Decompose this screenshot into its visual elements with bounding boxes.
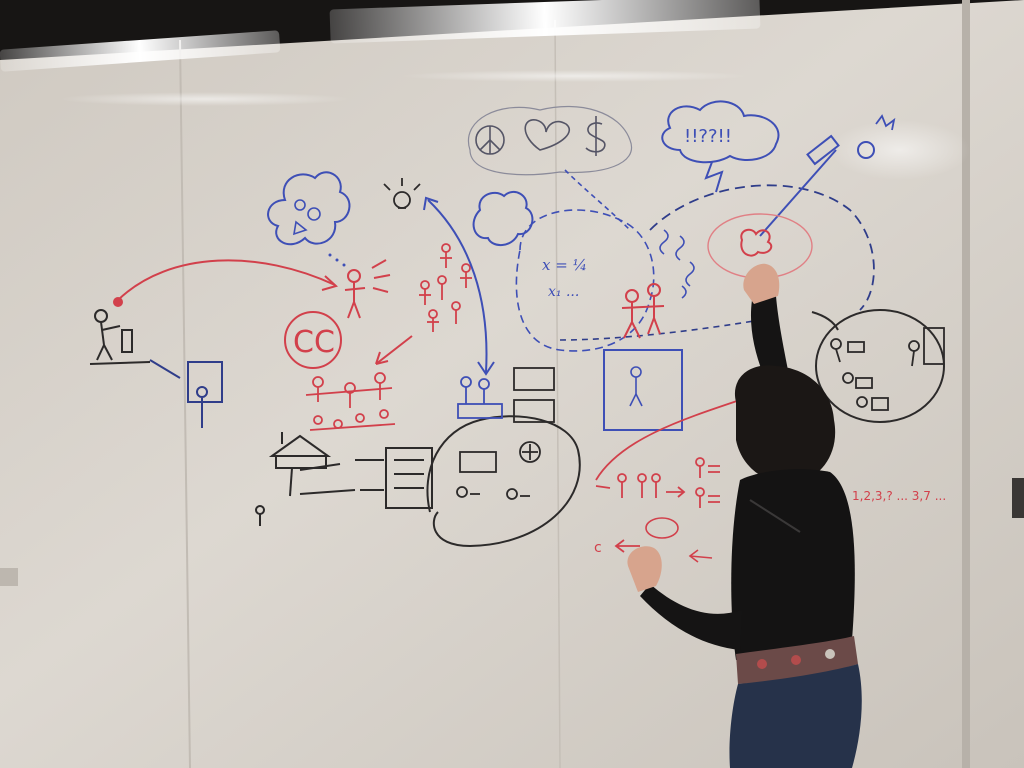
person-jacket: [731, 469, 855, 660]
red-speech-bubble: [645, 517, 679, 539]
dotted-trail: [328, 253, 346, 267]
dollar-icon: [585, 116, 606, 156]
thought-cloud-left: [267, 171, 351, 246]
red-number-sequence: 1,2,3,? ... 3,7 ...: [852, 489, 946, 503]
wall-bracket: [0, 568, 18, 586]
red-figure-row-lower: [595, 457, 720, 508]
peace-icon: [475, 125, 505, 155]
top-cloud-outline: [467, 106, 633, 176]
black-loop: [426, 415, 581, 548]
red-curve-left: [595, 399, 741, 481]
black-curve-arrow: [811, 311, 839, 331]
right-circle-figures: [830, 327, 945, 411]
red-dot: [113, 297, 123, 307]
light-reflection: [60, 92, 350, 106]
person-collar: [749, 499, 801, 533]
framed-figure: [629, 366, 643, 407]
red-arc-arrow: [117, 259, 336, 301]
red-figure-pair: [621, 283, 665, 339]
panel-seam: [179, 39, 191, 768]
red-arrow-down: [375, 335, 413, 365]
heart-icon: [524, 119, 571, 151]
blue-frame: [603, 349, 683, 431]
blue-doodle-column: [659, 229, 695, 299]
lightning-icon: [704, 161, 724, 193]
easel-figure: [149, 359, 223, 428]
blue-meeting-scene: [457, 376, 503, 419]
black-house-diagram: [255, 432, 433, 526]
star-burst: [875, 114, 896, 131]
exclaim-text: !!??!!: [684, 126, 732, 147]
formula-top: x = ¼: [542, 256, 587, 274]
person-lower-hand: [627, 546, 662, 592]
wall-panel-edge: [962, 0, 970, 768]
red-figure-center: [344, 259, 391, 319]
person-lower-arm: [640, 584, 742, 650]
rocket-trail: [759, 149, 837, 237]
red-figure-group: [305, 372, 396, 431]
blue-arc-arrow: [427, 199, 488, 373]
person-hair: [734, 365, 836, 484]
red-crowd: [419, 243, 472, 332]
black-table-figures: [456, 367, 555, 500]
dashed-ellipse-center: [515, 209, 655, 352]
ceiling-light: [0, 30, 281, 72]
exclaim-cloud: [661, 100, 780, 164]
light-reflection: [400, 70, 750, 82]
red-small-c: c: [594, 540, 602, 556]
right-figure-circle: [815, 309, 945, 423]
person-jeans: [729, 664, 862, 768]
person-writing: [627, 263, 862, 768]
formula-bottom: x₁ ...: [548, 284, 579, 300]
cc-label: CC: [293, 325, 335, 360]
red-arrow-right-short: [688, 549, 713, 563]
left-stick-figure-scene: [89, 309, 151, 365]
red-blob: [740, 228, 773, 257]
ceiling-light: [329, 0, 761, 44]
cc-circle: [284, 311, 342, 369]
wall-switch: [1012, 478, 1024, 518]
rocket-icon: [806, 134, 840, 166]
lightbulb-icon: [383, 178, 421, 209]
target-icon: [857, 141, 875, 159]
red-arrow-left: [614, 539, 640, 553]
glare-spot: [830, 120, 970, 180]
dashed-arc-right: [649, 184, 875, 311]
person-raised-hand: [743, 263, 780, 304]
thought-cloud-doodles: [292, 199, 321, 236]
